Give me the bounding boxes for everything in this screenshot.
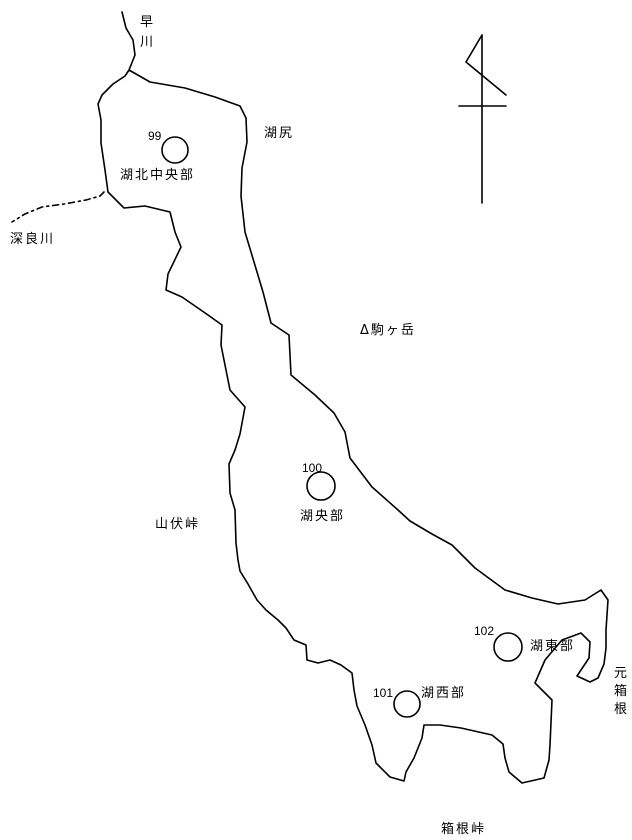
place-label-motohakone-1: 元 [614, 666, 629, 681]
fukaragawa-river-line [11, 191, 105, 223]
lake-shoreline [97, 11, 609, 784]
place-label-komagatake: Δ駒ヶ岳 [360, 323, 416, 338]
station-name-99: 湖北中央部 [120, 168, 195, 183]
station-name-102: 湖東部 [530, 638, 575, 654]
place-label-kojiri: 湖尻 [264, 126, 294, 141]
place-label-yamabushi-toge: 山伏峠 [155, 517, 200, 532]
station-number-99: 99 [148, 129, 162, 143]
place-label-hayakawa-2: 川 [140, 35, 155, 50]
station-name-101: 湖西部 [421, 686, 466, 701]
place-label-hayakawa-1: 早 [140, 15, 155, 30]
place-label-motohakone-2: 箱 [614, 683, 629, 699]
station-circle-100 [306, 471, 336, 501]
station-number-100: 100 [302, 461, 322, 475]
station-name-100: 湖央部 [300, 509, 345, 524]
station-circle-102 [493, 632, 523, 662]
station-number-102: 102 [474, 624, 494, 638]
place-label-hakone-toge: 箱根峠 [441, 821, 486, 837]
station-number-101: 101 [373, 686, 393, 700]
north-arrow-icon [458, 34, 507, 204]
station-circle-99 [161, 136, 189, 164]
place-label-motohakone-3: 根 [614, 702, 629, 717]
station-circle-101 [393, 690, 421, 718]
place-label-fukaragawa: 深良川 [10, 231, 55, 247]
